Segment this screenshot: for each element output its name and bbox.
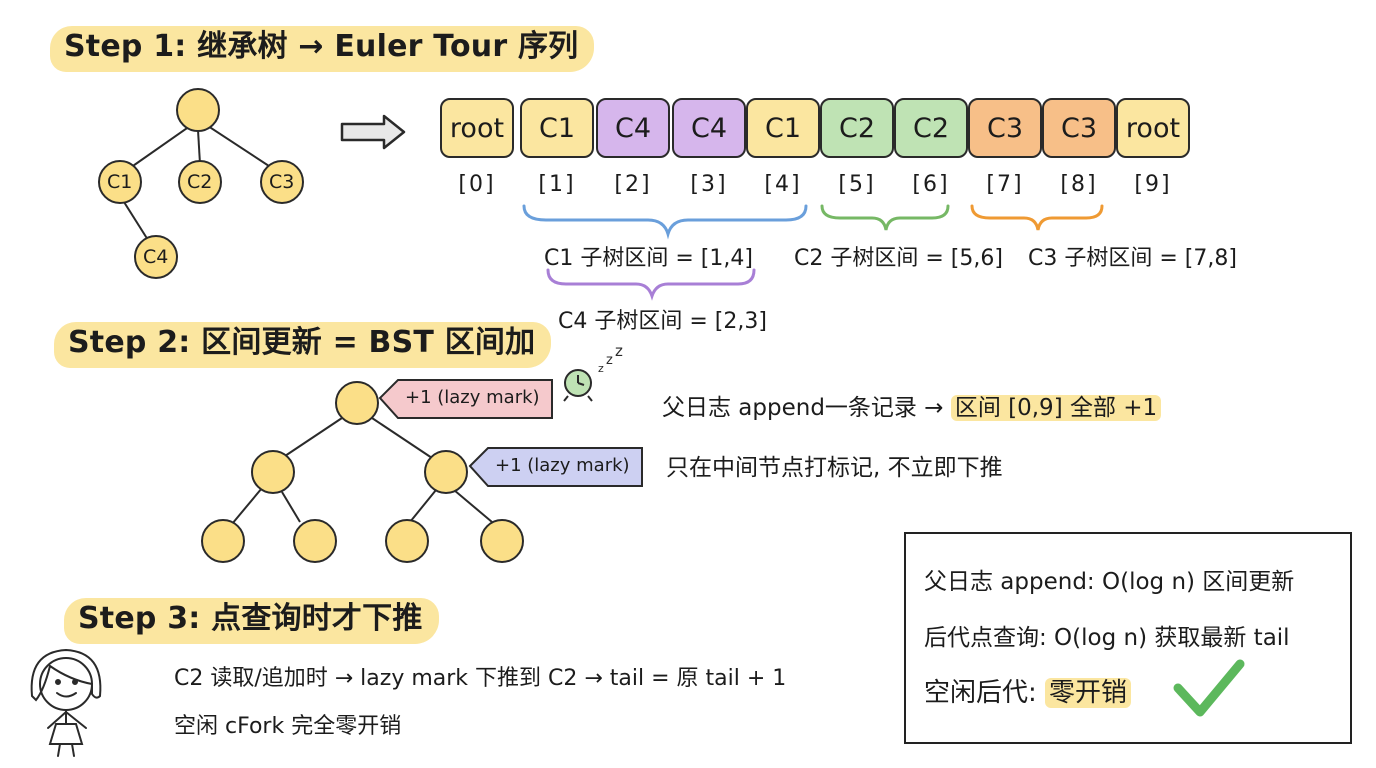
seq-index-7: [7] xyxy=(986,172,1024,197)
seq-index-6: [6] xyxy=(912,172,950,197)
tree-label-c1: C1 xyxy=(107,171,133,193)
seq-cell-9: root xyxy=(1116,98,1190,158)
seq-index-8: [8] xyxy=(1060,172,1098,197)
svg-text:z: z xyxy=(606,353,613,368)
note-append-prefix: 父日志 append一条记录 → xyxy=(662,395,951,421)
range-label-c4: C4 子树区间 = [2,3] xyxy=(558,309,767,334)
bst-edges xyxy=(231,417,493,525)
seq-cell-7: C3 xyxy=(968,98,1042,158)
seq-cell-5: C2 xyxy=(820,98,894,158)
summary-box xyxy=(904,532,1352,744)
bst-left-node xyxy=(251,450,295,494)
seq-index-0: [0] xyxy=(458,172,496,197)
seq-index-3: [3] xyxy=(690,172,728,197)
bst-leaf-3 xyxy=(385,519,429,563)
bst-right-node xyxy=(424,450,468,494)
tree-root-node xyxy=(176,88,220,132)
step3-line1: C2 读取/追加时 → lazy mark 下推到 C2 → tail = 原 … xyxy=(174,666,787,691)
brace-c1 xyxy=(522,204,808,240)
alarm-clock-icon xyxy=(563,369,593,402)
seq-index-5: [5] xyxy=(838,172,876,197)
tree-node-c1 xyxy=(98,160,142,204)
bst-leaf-4 xyxy=(480,519,524,563)
lazy-tag-child xyxy=(468,447,643,487)
range-label-c2: C2 子树区间 = [5,6] xyxy=(794,246,1003,271)
step2-note-append: 父日志 append一条记录 → 区间 [0,9] 全部 +1 xyxy=(662,388,1162,422)
inheritance-tree-edges xyxy=(123,125,273,241)
check-mark-icon xyxy=(1173,659,1245,717)
stick-figure-icon xyxy=(30,648,102,757)
step2-note-lazy: 只在中间节点打标记, 不立即下推 xyxy=(666,455,1003,481)
summary-line3-highlight: 零开销 xyxy=(1045,678,1132,708)
summary-line2: 后代点查询: O(log n) 获取最新 tail xyxy=(924,625,1290,651)
summary-line3: 空闲后代: 零开销 xyxy=(924,672,1132,709)
brace-c3 xyxy=(970,204,1104,231)
seq-cell-8: C3 xyxy=(1042,98,1116,158)
lazy-label-child: +1 (lazy mark) xyxy=(495,455,630,476)
range-label-c3: C3 子树区间 = [7,8] xyxy=(1028,246,1237,271)
sleep-z-icon: z xyxy=(598,362,604,375)
range-label-c1: C1 子树区间 = [1,4] xyxy=(544,246,753,271)
lazy-tag-root xyxy=(378,379,553,419)
seq-cell-0: root xyxy=(440,98,514,158)
svg-text:z: z xyxy=(615,342,623,360)
seq-index-9: [9] xyxy=(1134,172,1172,197)
seq-cell-6: C2 xyxy=(894,98,968,158)
seq-cell-2: C4 xyxy=(596,98,670,158)
bst-leaf-1 xyxy=(201,519,245,563)
tree-label-c3: C3 xyxy=(269,171,295,193)
step3-line2: 空闲 cFork 完全零开销 xyxy=(174,714,402,739)
summary-line3-prefix: 空闲后代: xyxy=(924,678,1046,708)
brace-c2 xyxy=(820,204,950,231)
step1-title: Step 1: 继承树 → Euler Tour 序列 xyxy=(50,26,595,72)
transform-arrow-icon xyxy=(340,114,406,150)
seq-cell-1: C1 xyxy=(520,98,594,158)
bst-leaf-2 xyxy=(293,519,337,563)
bst-root-node xyxy=(335,381,379,425)
tree-node-c3 xyxy=(260,160,304,204)
step3-title: Step 3: 点查询时才下推 xyxy=(64,598,439,644)
seq-index-4: [4] xyxy=(764,172,802,197)
seq-index-2: [2] xyxy=(614,172,652,197)
seq-index-1: [1] xyxy=(538,172,576,197)
lazy-label-root: +1 (lazy mark) xyxy=(405,387,540,408)
step2-title: Step 2: 区间更新 = BST 区间加 xyxy=(54,322,552,368)
summary-line1: 父日志 append: O(log n) 区间更新 xyxy=(924,569,1295,595)
tree-node-c4 xyxy=(134,235,178,279)
tree-label-c4: C4 xyxy=(143,246,169,268)
brace-c4 xyxy=(546,268,756,301)
note-append-highlight: 区间 [0,9] 全部 +1 xyxy=(950,395,1162,421)
tree-label-c2: C2 xyxy=(187,171,213,193)
seq-cell-4: C1 xyxy=(746,98,820,158)
seq-cell-3: C4 xyxy=(672,98,746,158)
tree-node-c2 xyxy=(178,160,222,204)
